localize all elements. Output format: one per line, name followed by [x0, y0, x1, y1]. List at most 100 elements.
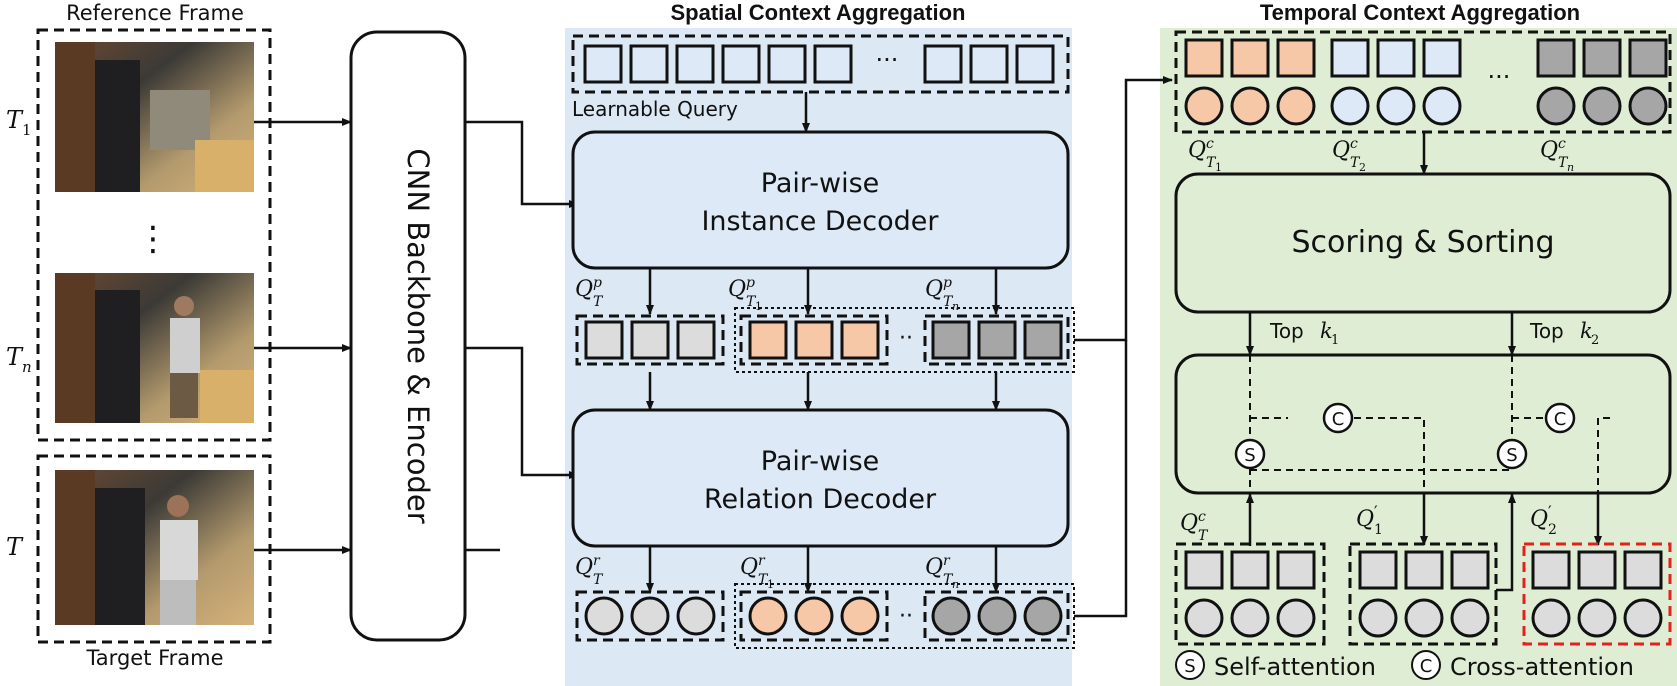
svg-text:T: T	[6, 343, 24, 371]
svg-text:c: c	[1350, 136, 1358, 152]
r-tokens-target-group	[575, 590, 725, 642]
svg-text:T: T	[1350, 155, 1361, 171]
svg-text:T: T	[1198, 528, 1209, 544]
svg-text:1: 1	[1331, 333, 1339, 348]
r-token-circles	[584, 596, 1063, 636]
learnable-query-ellipsis: ···	[876, 46, 899, 74]
label-qt1c: Q c T 1	[1188, 136, 1222, 174]
spatial-title: Spatial Context Aggregation	[671, 0, 966, 25]
frame-ellipsis: ⋮	[136, 219, 170, 259]
svg-text:Q: Q	[1530, 507, 1548, 532]
svg-text:p: p	[746, 275, 755, 291]
temporal-input-ellipsis: ···	[1488, 63, 1511, 91]
svg-text:T: T	[943, 294, 954, 310]
svg-text:T: T	[746, 294, 757, 310]
label-qtr: Q r T	[575, 553, 604, 588]
svg-text:2: 2	[1359, 161, 1366, 174]
label-qtnr: Q r T n	[925, 553, 959, 591]
backbone-label: CNN Backbone & Encoder	[401, 148, 435, 523]
svg-text:C: C	[1420, 656, 1433, 677]
svg-text:2: 2	[1591, 333, 1599, 348]
legend-self-attention: S Self-attention	[1175, 650, 1376, 681]
label-q1-prime: Q ′ 1	[1356, 502, 1383, 538]
svg-text:n: n	[952, 578, 959, 591]
p-token-squares	[584, 320, 1063, 360]
svg-text:Q: Q	[740, 555, 758, 580]
svg-text:r: r	[943, 553, 951, 569]
svg-text:Cross-attention: Cross-attention	[1450, 653, 1634, 681]
svg-text:Q: Q	[1356, 507, 1374, 532]
temporal-input-tokens	[1184, 38, 1668, 126]
arrow-backbone-instance	[465, 120, 579, 208]
arrow-q1-attention	[1496, 493, 1516, 592]
svg-text:Q: Q	[1332, 138, 1350, 163]
svg-text:2: 2	[1548, 522, 1557, 538]
attention-routing	[1249, 355, 1610, 493]
svg-text:n: n	[952, 300, 959, 313]
svg-text:Q: Q	[575, 555, 593, 580]
label-t1: T 1	[6, 106, 32, 139]
label-qt1r: Q r T 1	[740, 553, 774, 591]
svg-text:C: C	[1554, 409, 1567, 430]
label-qt1p: Q p T 1	[728, 275, 762, 313]
self-attention-node-2: S	[1496, 438, 1528, 470]
svg-text:Q: Q	[728, 277, 746, 302]
relation-decoder-block	[571, 408, 1070, 548]
svg-text:Q: Q	[1540, 138, 1558, 163]
svg-text:Top: Top	[1269, 319, 1304, 343]
instance-decoder-block	[571, 130, 1070, 270]
scoring-sorting-block	[1174, 172, 1672, 314]
arrow-backbone-relation	[465, 346, 579, 479]
svg-text:Q: Q	[1180, 511, 1198, 536]
svg-text:T: T	[1206, 155, 1217, 171]
svg-text:S: S	[1184, 656, 1195, 677]
svg-text:c: c	[1206, 136, 1214, 152]
svg-text:′: ′	[1548, 502, 1552, 521]
svg-text:Q: Q	[925, 277, 943, 302]
connector-relation-temporal	[1074, 340, 1128, 618]
label-qtnp: Q p T n	[925, 275, 959, 313]
svg-text:T: T	[758, 572, 769, 588]
svg-text:′: ′	[1374, 502, 1378, 521]
r-tokens-tn-group	[923, 590, 1070, 642]
scoring-sorting-label: Scoring & Sorting	[1292, 225, 1555, 260]
instance-decoder-label-line2: Instance Decoder	[701, 206, 939, 237]
q2-token-group	[1522, 542, 1672, 646]
q1-token-group	[1348, 542, 1498, 646]
svg-text:Q: Q	[1188, 138, 1206, 163]
self-attention-node-1: S	[1234, 438, 1266, 470]
svg-text:Q: Q	[925, 555, 943, 580]
svg-text:p: p	[593, 275, 602, 291]
svg-text:1: 1	[767, 578, 774, 591]
reference-frame-label: Reference Frame	[66, 1, 244, 25]
frame-image-tn	[55, 273, 254, 423]
svg-text:c: c	[1198, 509, 1206, 525]
p-tokens-ref-group	[734, 307, 1075, 373]
p-tokens-t1-group	[739, 314, 889, 366]
instance-decoder-label-line1: Pair-wise	[761, 168, 880, 199]
target-frame-label: Target Frame	[85, 646, 223, 670]
backbone-block	[349, 30, 467, 642]
svg-text:S: S	[1506, 445, 1517, 466]
p-tokens-target-group	[575, 314, 725, 366]
svg-text:k: k	[1320, 319, 1333, 343]
r-tokens-t1-group	[739, 590, 889, 642]
qtc-token-group	[1174, 542, 1326, 646]
relation-decoder-label-line2: Relation Decoder	[704, 484, 937, 515]
svg-text:C: C	[1332, 409, 1345, 430]
bottom-token-shapes	[1184, 550, 1663, 638]
cross-attention-node-2: C	[1544, 402, 1576, 434]
svg-text:p: p	[943, 275, 952, 291]
svg-text:1: 1	[1215, 161, 1222, 174]
r-tokens-ref-group	[734, 583, 1075, 649]
label-q2-prime: Q ′ 2	[1530, 502, 1557, 538]
relation-decoder-label-line1: Pair-wise	[761, 446, 880, 477]
label-qt2c: Q c T 2	[1332, 136, 1366, 174]
learnable-query-tokens	[583, 44, 1055, 84]
svg-text:r: r	[758, 553, 766, 569]
connector-spatial-temporal	[1074, 76, 1173, 342]
svg-text:T: T	[593, 572, 604, 588]
label-qtp: Q p T	[575, 275, 604, 310]
svg-text:Top: Top	[1529, 319, 1564, 343]
svg-text:c: c	[1558, 136, 1566, 152]
